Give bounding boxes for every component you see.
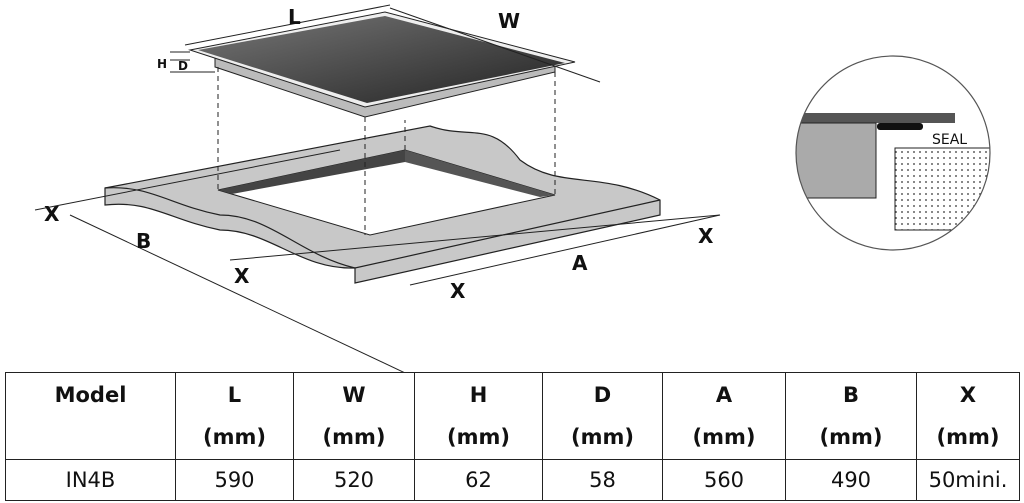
header-unit: (mm) <box>571 425 634 449</box>
header-unit: (mm) <box>322 425 386 449</box>
seal-label: SEAL <box>932 132 967 148</box>
header-unit: (mm) <box>819 425 883 449</box>
countertop <box>104 125 661 284</box>
header-label: Model <box>54 383 127 407</box>
header-H: H (mm) <box>414 372 543 460</box>
header-X: X (mm) <box>916 372 1020 460</box>
header-label: A <box>715 383 733 407</box>
header-model: Model <box>5 372 176 460</box>
dimensions-table: Model L (mm) W (mm) H (mm) D (mm) A (mm) B (mm… <box>5 372 1020 501</box>
seal-detail: SEAL <box>795 55 991 251</box>
cell-D: 58 <box>542 459 663 501</box>
cell-X: 50mini. <box>916 459 1020 501</box>
header-label: L <box>227 383 242 407</box>
cell-model: IN4B <box>5 459 176 501</box>
projection-lines <box>217 67 556 235</box>
header-label: D <box>593 383 612 407</box>
label-H: H <box>157 57 167 71</box>
header-unit: (mm) <box>203 425 266 449</box>
label-L: L <box>288 5 301 29</box>
header-unit: (mm) <box>447 425 510 449</box>
header-label: B <box>842 383 859 407</box>
label-X-bottom-left: X <box>234 264 250 288</box>
cell-B: 490 <box>785 459 917 501</box>
table-row: IN4B 590 520 62 58 560 490 50mini. <box>5 459 1020 501</box>
label-X-right: X <box>698 224 714 248</box>
label-X-bottom: X <box>450 279 466 303</box>
table-header-row: Model L (mm) W (mm) H (mm) D (mm) A (mm) B (mm… <box>5 372 1020 460</box>
dimension-lines <box>34 4 721 372</box>
label-X-left: X <box>44 202 60 226</box>
header-L: L (mm) <box>175 372 294 460</box>
header-A: A (mm) <box>662 372 786 460</box>
header-label: W <box>342 383 366 407</box>
header-W: W (mm) <box>293 372 415 460</box>
installation-diagram: L W H D X B X X A X SEAL <box>34 4 991 372</box>
header-D: D (mm) <box>542 372 663 460</box>
header-label: H <box>469 383 488 407</box>
cell-W: 520 <box>293 459 415 501</box>
hob <box>188 11 576 118</box>
cell-H: 62 <box>414 459 543 501</box>
label-B: B <box>136 229 151 253</box>
header-unit: (mm) <box>936 425 1000 449</box>
header-B: B (mm) <box>785 372 917 460</box>
cell-A: 560 <box>662 459 786 501</box>
cell-L: 590 <box>175 459 294 501</box>
label-D: D <box>178 59 188 73</box>
label-W: W <box>498 9 520 33</box>
label-A: A <box>572 251 588 275</box>
header-unit: (mm) <box>692 425 756 449</box>
header-label: X <box>959 383 977 407</box>
